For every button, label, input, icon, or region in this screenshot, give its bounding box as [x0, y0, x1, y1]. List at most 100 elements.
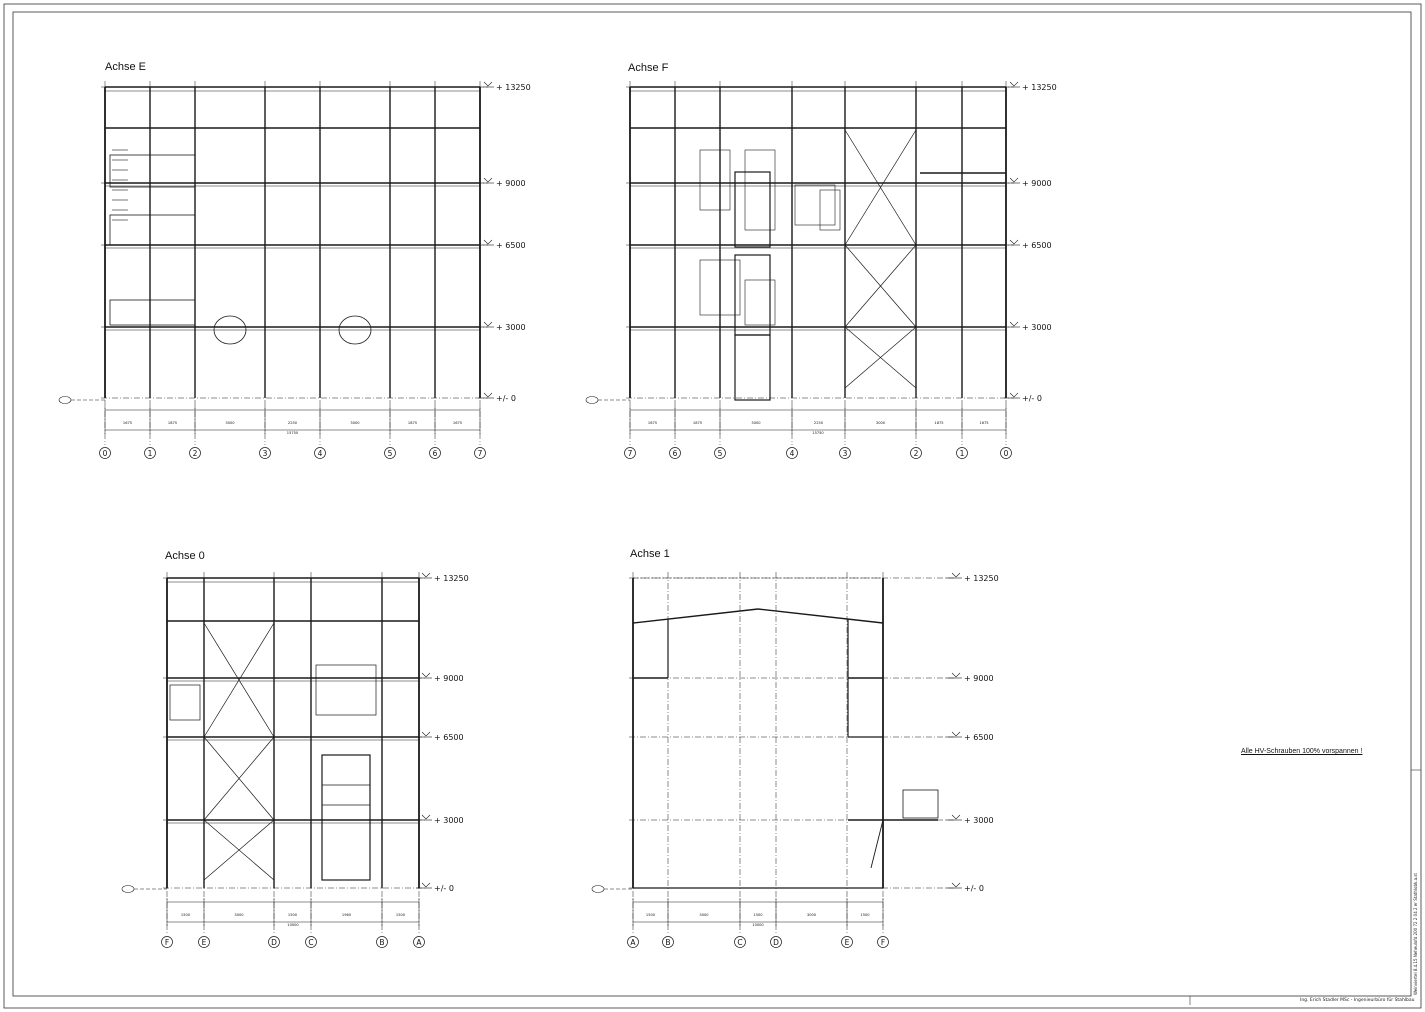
axis-label: D	[773, 938, 779, 947]
dimension-value: 1500	[181, 913, 191, 917]
level-triangle	[483, 392, 493, 398]
axis-label: F	[165, 938, 169, 947]
level-label: + 6500	[496, 241, 526, 250]
axis-label: 5	[388, 449, 393, 458]
axis-label: C	[308, 938, 313, 947]
axis-label: F	[881, 938, 885, 947]
diagonal-brace	[203, 736, 275, 821]
machine-outline	[109, 154, 196, 188]
level-triangle	[483, 177, 493, 183]
dimension-total: 15750	[812, 431, 824, 435]
machine-outline	[109, 214, 196, 246]
dimension-value: 1500	[860, 913, 870, 917]
engineer-footer: Ing. Erich Stadler MSc - Ingenieurbüro f…	[1300, 998, 1415, 1003]
axis-marker	[259, 447, 271, 459]
axis-marker	[305, 936, 317, 948]
axis-marker	[669, 447, 681, 459]
machine-outline	[744, 149, 776, 231]
axis-label: 7	[478, 449, 483, 458]
dimension-value: 1675	[648, 421, 657, 425]
dimension-value: 1500	[753, 913, 763, 917]
view-title-achse-0: Achse 0	[165, 550, 205, 562]
level-label: + 3000	[496, 323, 526, 332]
dimension-value: 1875	[934, 421, 943, 425]
dimension-value: 2250	[814, 421, 824, 425]
level-label: + 9000	[964, 674, 994, 683]
axis-label: E	[202, 938, 207, 947]
axis-marker	[841, 936, 853, 948]
level-triangle	[421, 814, 431, 820]
level-label: + 3000	[434, 816, 464, 825]
axis-marker	[734, 936, 746, 948]
base-marker	[591, 885, 605, 893]
axis-label: 2	[193, 449, 198, 458]
level-label: + 9000	[434, 674, 464, 683]
dimension-value: 2250	[288, 421, 298, 425]
level-triangle	[951, 814, 961, 820]
shaft-frame	[734, 171, 771, 248]
level-label: + 6500	[1022, 241, 1052, 250]
axis-label: E	[845, 938, 850, 947]
axis-marker	[413, 936, 425, 948]
level-triangle	[421, 672, 431, 678]
dimension-value: 3000	[751, 421, 761, 425]
axis-label: 4	[790, 449, 795, 458]
axis-label: 7	[628, 449, 633, 458]
dimension-total: 10000	[287, 923, 299, 927]
level-triangle	[1009, 392, 1019, 398]
stair-cage	[902, 789, 939, 819]
axis-label: B	[379, 938, 384, 947]
level-label: + 9000	[1022, 179, 1052, 188]
dimension-value: 1960	[342, 913, 352, 917]
machine-outline	[315, 664, 377, 716]
dimension-value: 3000	[699, 913, 709, 917]
axis-label: 0	[1004, 449, 1009, 458]
machine-outline	[109, 299, 196, 326]
axis-marker	[956, 447, 968, 459]
level-triangle	[1009, 239, 1019, 245]
diagonal-brace	[844, 326, 917, 389]
dimension-value: 1675	[453, 421, 462, 425]
tank-outline	[338, 315, 372, 345]
dimension-total: 15750	[287, 431, 299, 435]
diagonal-brace	[203, 622, 275, 738]
dimension-value: 1875	[168, 421, 177, 425]
axis-marker	[786, 447, 798, 459]
level-triangle	[1009, 321, 1019, 327]
axis-marker	[910, 447, 922, 459]
axis-label: C	[737, 938, 742, 947]
axis-marker	[877, 936, 889, 948]
dimension-total: 10000	[752, 923, 764, 927]
level-triangle	[1009, 81, 1019, 87]
axis-label: A	[416, 938, 422, 947]
dimension-value: 1875	[408, 421, 417, 425]
lift-shaft	[321, 754, 371, 881]
axis-label: 5	[718, 449, 723, 458]
level-label: + 3000	[1022, 323, 1052, 332]
dimension-value: 1675	[979, 421, 988, 425]
axis-label: 2	[914, 449, 919, 458]
view-title-achse-e: Achse E	[105, 61, 146, 73]
axis-marker	[144, 447, 156, 459]
axis-marker	[384, 447, 396, 459]
machine-outline	[794, 184, 836, 226]
axis-label: 6	[673, 449, 678, 458]
level-label: + 6500	[434, 733, 464, 742]
rafter	[632, 608, 759, 624]
axis-label: D	[271, 938, 277, 947]
view-title-achse-1: Achse 1	[630, 548, 670, 560]
level-label: + 13250	[434, 574, 469, 583]
level-triangle	[951, 572, 961, 578]
axis-label: 3	[263, 449, 268, 458]
level-label: + 3000	[964, 816, 994, 825]
axis-marker	[268, 936, 280, 948]
machine-outline	[699, 259, 741, 316]
level-label: + 9000	[496, 179, 526, 188]
view-title-achse-f: Achse F	[628, 62, 669, 74]
level-triangle	[421, 572, 431, 578]
stair-stringer	[870, 819, 884, 869]
